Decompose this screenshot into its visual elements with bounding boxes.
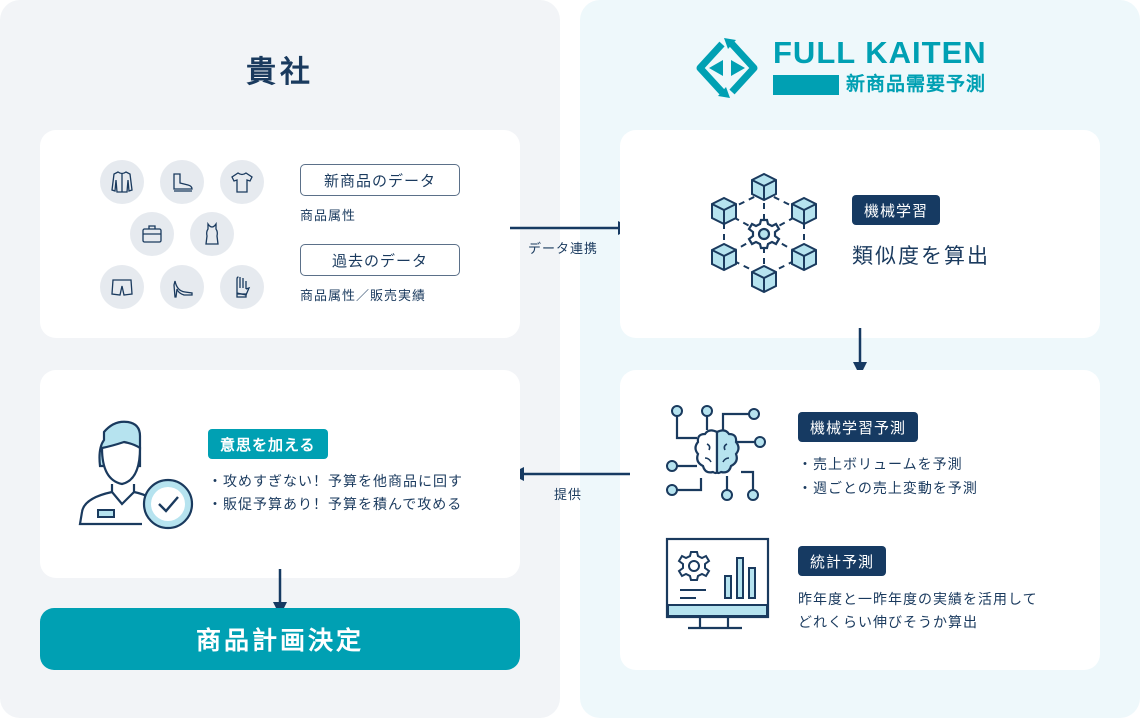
briefcase-icon [130, 212, 174, 256]
ml-bullet: ・週ごとの売上変動を予測 [798, 481, 978, 497]
high-heel-icon [160, 265, 204, 309]
tshirt-icon [220, 160, 264, 204]
glove-icon [220, 265, 264, 309]
data-link-label: データ連携 [528, 242, 599, 257]
intention-bullet: ・販促予算あり！予算を積んで攻める [208, 497, 463, 513]
ml-bullet: ・売上ボリュームを予測 [798, 457, 963, 473]
provide-arrow [510, 467, 630, 481]
provide-label: 提供 [554, 488, 583, 503]
ml-badge: 機械学習 [852, 195, 941, 225]
new-data-label: 新商品のデータ [300, 164, 460, 196]
jacket-icon [100, 160, 144, 204]
product-plan-decision-button[interactable]: 商品計画決定 [40, 608, 520, 670]
ml-prediction-badge: 機械学習予測 [798, 412, 919, 442]
stat-prediction-badge: 統計予測 [798, 546, 887, 576]
network-cubes-icon [711, 172, 817, 294]
full-kaiten-logo-icon [696, 38, 758, 98]
tank-top-icon [190, 212, 234, 256]
intention-bullet: ・攻めすぎない！予算を他商品に回す [208, 474, 463, 490]
intention-badge: 意思を加える [208, 429, 328, 459]
boot-icon [160, 160, 204, 204]
past-data-label: 過去のデータ [300, 244, 460, 276]
monitor-chart-icon [665, 537, 770, 630]
down-arrow-right [853, 328, 867, 376]
logo-product: 新商品需要予測 [846, 73, 987, 95]
brain-circuit-icon [666, 405, 766, 501]
data-link-arrow [510, 221, 632, 235]
stat-line: 昨年度と一昨年度の実績を活用して [798, 592, 1038, 608]
past-data-sub: 商品属性／販売実績 [300, 289, 427, 304]
logo-bar [773, 75, 839, 95]
shorts-icon [100, 265, 144, 309]
person-check-icon [78, 420, 194, 530]
new-data-sub: 商品属性 [300, 209, 357, 224]
similarity-text: 類似度を算出 [852, 244, 990, 268]
company-title: 貴社 [246, 55, 314, 90]
ml-card [620, 130, 1100, 338]
logo-brand: FULL KAITEN [773, 35, 987, 70]
stat-line: どれくらい伸びそうか算出 [798, 615, 978, 631]
